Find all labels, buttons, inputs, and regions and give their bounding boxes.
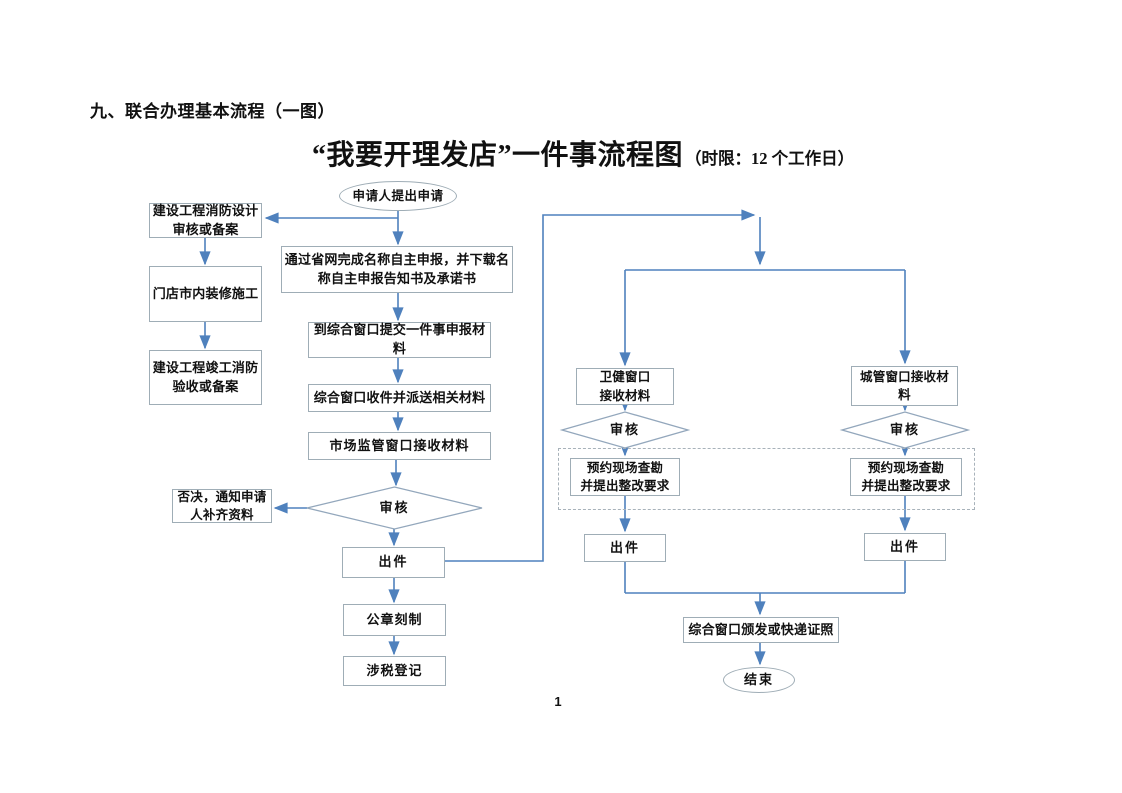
node-health-audit: 审核 xyxy=(562,412,688,448)
main-title: “我要开理发店”一件事流程图 xyxy=(312,140,684,171)
node-health-receive: 卫健窗口 接收材料 xyxy=(576,368,674,405)
node-urban-receive: 城管窗口接收材 料 xyxy=(851,366,958,406)
node-health-survey-label: 预约现场查勘 并提出整改要求 xyxy=(580,460,670,493)
site-survey-dashed-group xyxy=(558,448,975,510)
node-submit-materials-label: 到综合窗口提交一件事申报材 料 xyxy=(313,322,486,356)
node-start-label: 申请人提出申请 xyxy=(352,188,444,203)
node-health-survey: 预约现场查勘 并提出整改要求 xyxy=(570,458,680,496)
diamond-shape xyxy=(562,412,688,448)
node-fire-design-label: 建设工程消防设计 审核或备案 xyxy=(152,202,259,237)
node-reject-notice-label: 否决，通知申请 人补齐资料 xyxy=(177,489,267,522)
node-fire-acceptance-label: 建设工程竣工消防 验收或备案 xyxy=(152,359,259,394)
node-audit-main: 审核 xyxy=(307,487,482,529)
node-start: 申请人提出申请 xyxy=(339,181,457,211)
main-title-time-limit: （时限：12 个工作日） xyxy=(685,149,855,168)
node-fire-acceptance: 建设工程竣工消防 验收或备案 xyxy=(149,350,262,405)
node-reject-notice: 否决，通知申请 人补齐资料 xyxy=(172,489,272,523)
section-title: 九、联合办理基本流程（一图） xyxy=(90,102,335,121)
node-health-issue-label: 出件 xyxy=(609,539,640,555)
node-fire-design: 建设工程消防设计 审核或备案 xyxy=(149,203,262,238)
node-issue-main-label: 出件 xyxy=(378,554,409,570)
node-end: 结束 xyxy=(723,667,795,693)
node-seal-carving: 公章刻制 xyxy=(343,604,446,636)
node-end-label: 结束 xyxy=(743,671,774,687)
node-window-dispatch-label: 综合窗口收件并派送相关材料 xyxy=(313,389,486,405)
node-urban-issue-label: 出件 xyxy=(889,538,920,554)
node-urban-issue: 出件 xyxy=(864,533,946,561)
node-urban-survey-label: 预约现场查勘 并提出整改要求 xyxy=(861,460,951,493)
page-number: 1 xyxy=(554,694,562,709)
connector-lines xyxy=(199,209,911,666)
node-health-issue: 出件 xyxy=(584,534,666,562)
node-online-declare-label: 通过省网完成名称自主申报，并下载名 称自主申报告知书及承诺书 xyxy=(284,251,510,286)
node-urban-audit: 审核 xyxy=(842,412,968,448)
node-health-audit-label: 审核 xyxy=(609,421,640,437)
node-audit-main-label: 审核 xyxy=(379,499,410,515)
node-tax-register: 涉税登记 xyxy=(343,656,446,686)
diamond-shape xyxy=(307,487,482,529)
node-urban-receive-label: 城管窗口接收材 料 xyxy=(860,369,949,402)
node-license-issue-label: 综合窗口颁发或快递证照 xyxy=(688,621,834,637)
node-urban-audit-label: 审核 xyxy=(889,421,920,437)
node-issue-main: 出件 xyxy=(342,547,445,578)
node-window-dispatch: 综合窗口收件并派送相关材料 xyxy=(308,384,491,412)
node-urban-survey: 预约现场查勘 并提出整改要求 xyxy=(850,458,962,496)
node-seal-carving-label: 公章刻制 xyxy=(366,611,423,627)
diamond-shape xyxy=(842,412,968,448)
node-interior-work: 门店市内装修施工 xyxy=(149,266,262,322)
node-license-issue: 综合窗口颁发或快递证照 xyxy=(683,617,839,643)
node-submit-materials: 到综合窗口提交一件事申报材 料 xyxy=(308,322,491,358)
main-title-row: “我要开理发店”一件事流程图 （时限：12 个工作日） xyxy=(312,133,854,173)
node-interior-work-label: 门店市内装修施工 xyxy=(152,285,259,301)
node-health-receive-label: 卫健窗口 接收材料 xyxy=(599,370,651,403)
node-market-receive: 市场监管窗口接收材料 xyxy=(308,432,491,460)
node-market-receive-label: 市场监管窗口接收材料 xyxy=(329,437,470,453)
node-tax-register-label: 涉税登记 xyxy=(366,662,423,678)
node-online-declare: 通过省网完成名称自主申报，并下载名 称自主申报告知书及承诺书 xyxy=(281,246,513,293)
